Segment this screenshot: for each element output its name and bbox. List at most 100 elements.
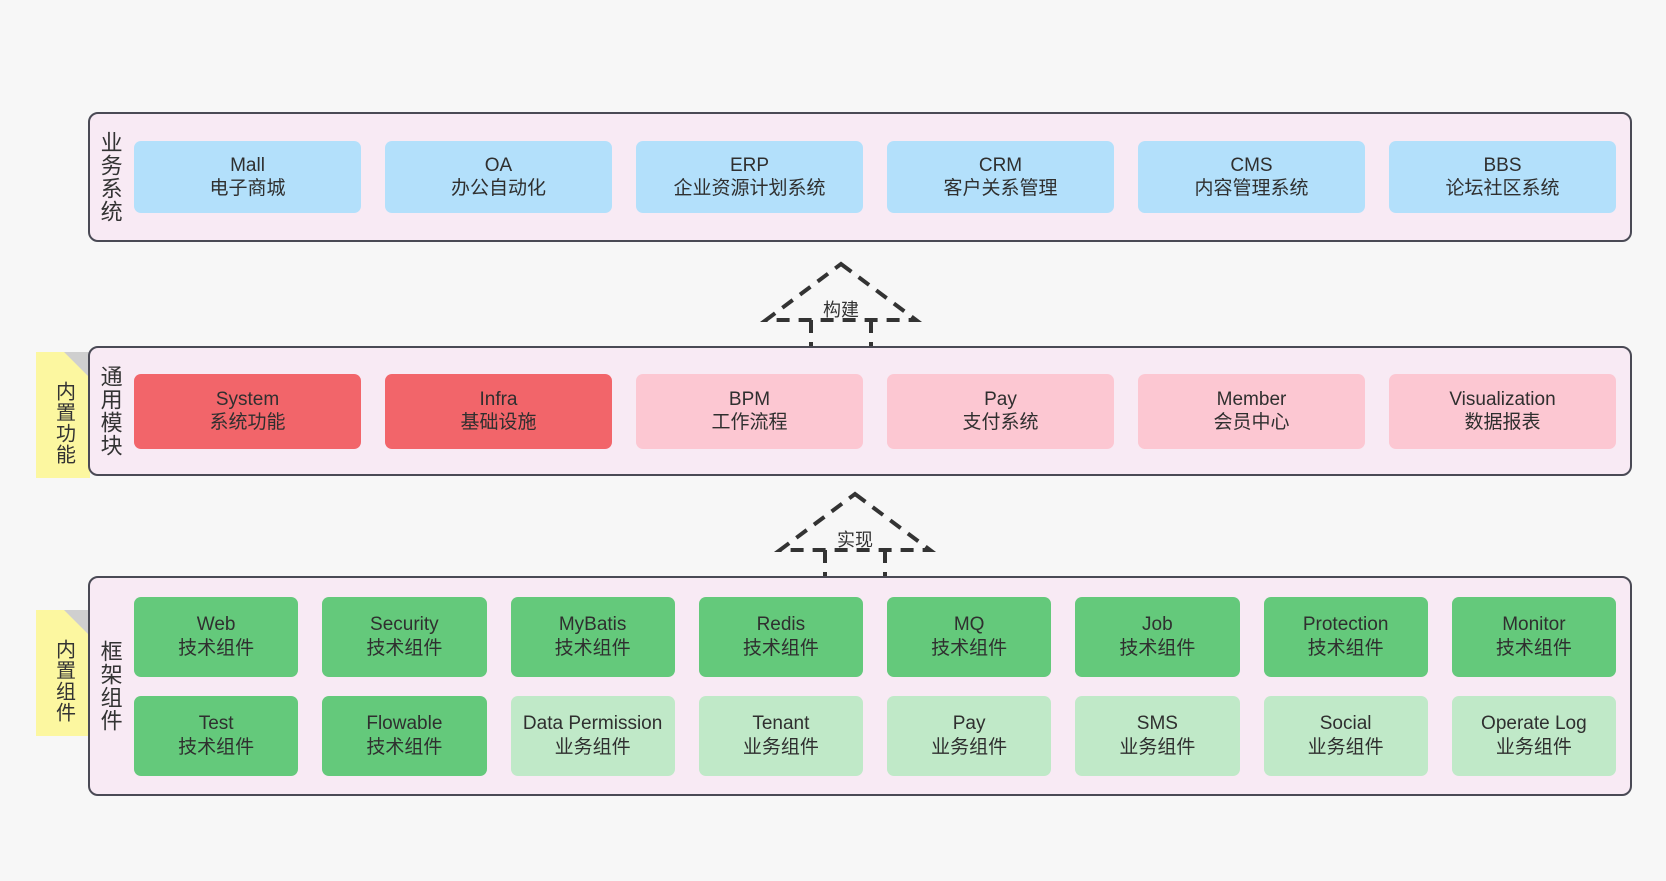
node-monitor[interactable]: Monitor 技术组件 [1451, 596, 1616, 677]
node-erp[interactable]: ERP 企业资源计划系统 [636, 141, 863, 213]
layer-common-modules-body: System 系统功能 Infra 基础设施 BPM 工作流程 Pay 支付系统… [130, 348, 1630, 474]
node-mall[interactable]: Mall 电子商城 [134, 141, 361, 213]
node-mall-en: Mall [230, 154, 265, 176]
node-pay-module[interactable]: Pay 支付系统 [887, 373, 1114, 449]
note-fold-corner-icon [64, 610, 90, 636]
node-flowable-en: Flowable [366, 713, 443, 735]
note-builtin-features: 内置功能 [36, 352, 90, 478]
note-builtin-components-label: 内置组件 [52, 639, 75, 723]
node-erp-cn: 企业资源计划系统 [673, 178, 826, 199]
node-mybatis[interactable]: MyBatis 技术组件 [510, 596, 675, 677]
framework-biz-row: Test 技术组件 Flowable 技术组件 Data Permission … [134, 695, 1616, 776]
node-pay-module-en: Pay [984, 388, 1017, 410]
node-sms[interactable]: SMS 业务组件 [1075, 695, 1240, 776]
node-social-en: Social [1319, 713, 1372, 735]
layer-common-modules: 通用模块 System 系统功能 Infra 基础设施 BPM 工作流程 Pay… [88, 346, 1632, 476]
node-system-en: System [215, 388, 280, 410]
node-system[interactable]: System 系统功能 [134, 373, 361, 449]
note-builtin-components: 内置组件 [36, 610, 90, 736]
node-operate-log-cn: 业务组件 [1495, 736, 1572, 758]
node-erp-en: ERP [729, 154, 770, 176]
node-job-en: Job [1142, 614, 1173, 636]
connector-build-label: 构建 [823, 300, 859, 320]
node-member-en: Member [1216, 388, 1287, 410]
node-redis[interactable]: Redis 技术组件 [698, 596, 863, 677]
node-flowable[interactable]: Flowable 技术组件 [322, 695, 487, 776]
node-member[interactable]: Member 会员中心 [1138, 373, 1365, 449]
node-bpm-en: BPM [728, 388, 771, 410]
layer-business-systems-label: 业务系统 [97, 131, 123, 223]
node-mq-cn: 技术组件 [931, 637, 1008, 659]
node-oa-cn: 办公自动化 [450, 178, 546, 199]
node-member-cn: 会员中心 [1213, 412, 1290, 433]
node-security-cn: 技术组件 [366, 637, 443, 659]
node-cms-en: CMS [1230, 154, 1273, 176]
node-mall-cn: 电子商城 [209, 178, 286, 199]
node-infra[interactable]: Infra 基础设施 [385, 373, 612, 449]
node-protection-en: Protection [1302, 614, 1389, 636]
node-cms-cn: 内容管理系统 [1194, 178, 1309, 199]
node-social-cn: 业务组件 [1307, 736, 1384, 758]
node-oa[interactable]: OA 办公自动化 [385, 141, 612, 213]
layer-business-systems-body: Mall 电子商城 OA 办公自动化 ERP 企业资源计划系统 CRM 客户关系… [130, 114, 1630, 240]
node-visualization-cn: 数据报表 [1464, 412, 1541, 433]
node-flowable-cn: 技术组件 [366, 736, 443, 758]
node-operate-log-en: Operate Log [1481, 713, 1587, 735]
node-web-cn: 技术组件 [178, 637, 255, 659]
node-redis-cn: 技术组件 [742, 637, 819, 659]
node-monitor-en: Monitor [1502, 614, 1566, 636]
node-visualization[interactable]: Visualization 数据报表 [1389, 373, 1616, 449]
connector-build: 构建 [756, 258, 926, 352]
node-crm[interactable]: CRM 客户关系管理 [887, 141, 1114, 213]
layer-common-modules-label: 通用模块 [97, 365, 123, 457]
node-social[interactable]: Social 业务组件 [1263, 695, 1428, 776]
node-redis-en: Redis [756, 614, 806, 636]
node-bbs-cn: 论坛社区系统 [1445, 178, 1560, 199]
node-data-permission-cn: 业务组件 [554, 736, 631, 758]
node-test-cn: 技术组件 [178, 736, 255, 758]
node-data-permission-en: Data Permission [522, 713, 663, 735]
node-bpm[interactable]: BPM 工作流程 [636, 373, 863, 449]
node-mq[interactable]: MQ 技术组件 [887, 596, 1052, 677]
node-visualization-en: Visualization [1449, 388, 1556, 410]
node-job-cn: 技术组件 [1119, 637, 1196, 659]
node-security-en: Security [370, 614, 439, 636]
node-operate-log[interactable]: Operate Log 业务组件 [1451, 695, 1616, 776]
node-web-en: Web [196, 614, 236, 636]
node-tenant-en: Tenant [752, 713, 810, 735]
note-builtin-features-label: 内置功能 [52, 381, 75, 465]
note-fold-corner-icon [64, 352, 90, 378]
node-test-en: Test [198, 713, 234, 735]
layer-business-systems: 业务系统 Mall 电子商城 OA 办公自动化 ERP 企业资源计划系统 CRM… [88, 112, 1632, 242]
node-data-permission[interactable]: Data Permission 业务组件 [510, 695, 675, 776]
node-web[interactable]: Web 技术组件 [134, 596, 299, 677]
node-pay-component[interactable]: Pay 业务组件 [887, 695, 1052, 776]
node-cms[interactable]: CMS 内容管理系统 [1138, 141, 1365, 213]
node-system-cn: 系统功能 [209, 412, 286, 433]
node-test[interactable]: Test 技术组件 [134, 695, 299, 776]
node-protection[interactable]: Protection 技术组件 [1263, 596, 1428, 677]
node-infra-en: Infra [479, 388, 518, 410]
node-mq-en: MQ [953, 614, 985, 636]
node-pay-module-cn: 支付系统 [962, 412, 1039, 433]
common-modules-row: System 系统功能 Infra 基础设施 BPM 工作流程 Pay 支付系统… [134, 373, 1616, 449]
node-crm-cn: 客户关系管理 [943, 178, 1058, 199]
connector-implement-label: 实现 [837, 530, 873, 550]
business-systems-row: Mall 电子商城 OA 办公自动化 ERP 企业资源计划系统 CRM 客户关系… [134, 141, 1616, 213]
node-mybatis-en: MyBatis [558, 614, 627, 636]
node-mybatis-cn: 技术组件 [554, 637, 631, 659]
node-security[interactable]: Security 技术组件 [322, 596, 487, 677]
layer-framework-components-body: Web 技术组件 Security 技术组件 MyBatis 技术组件 Redi… [130, 578, 1630, 794]
node-tenant[interactable]: Tenant 业务组件 [698, 695, 863, 776]
framework-tech-row: Web 技术组件 Security 技术组件 MyBatis 技术组件 Redi… [134, 596, 1616, 677]
node-sms-cn: 业务组件 [1119, 736, 1196, 758]
node-bbs[interactable]: BBS 论坛社区系统 [1389, 141, 1616, 213]
layer-framework-components: 框架组件 Web 技术组件 Security 技术组件 MyBatis 技术组件… [88, 576, 1632, 796]
node-protection-cn: 技术组件 [1307, 637, 1384, 659]
node-job[interactable]: Job 技术组件 [1075, 596, 1240, 677]
node-sms-en: SMS [1136, 713, 1178, 735]
node-oa-en: OA [484, 154, 513, 176]
node-infra-cn: 基础设施 [460, 412, 537, 433]
node-monitor-cn: 技术组件 [1495, 637, 1572, 659]
